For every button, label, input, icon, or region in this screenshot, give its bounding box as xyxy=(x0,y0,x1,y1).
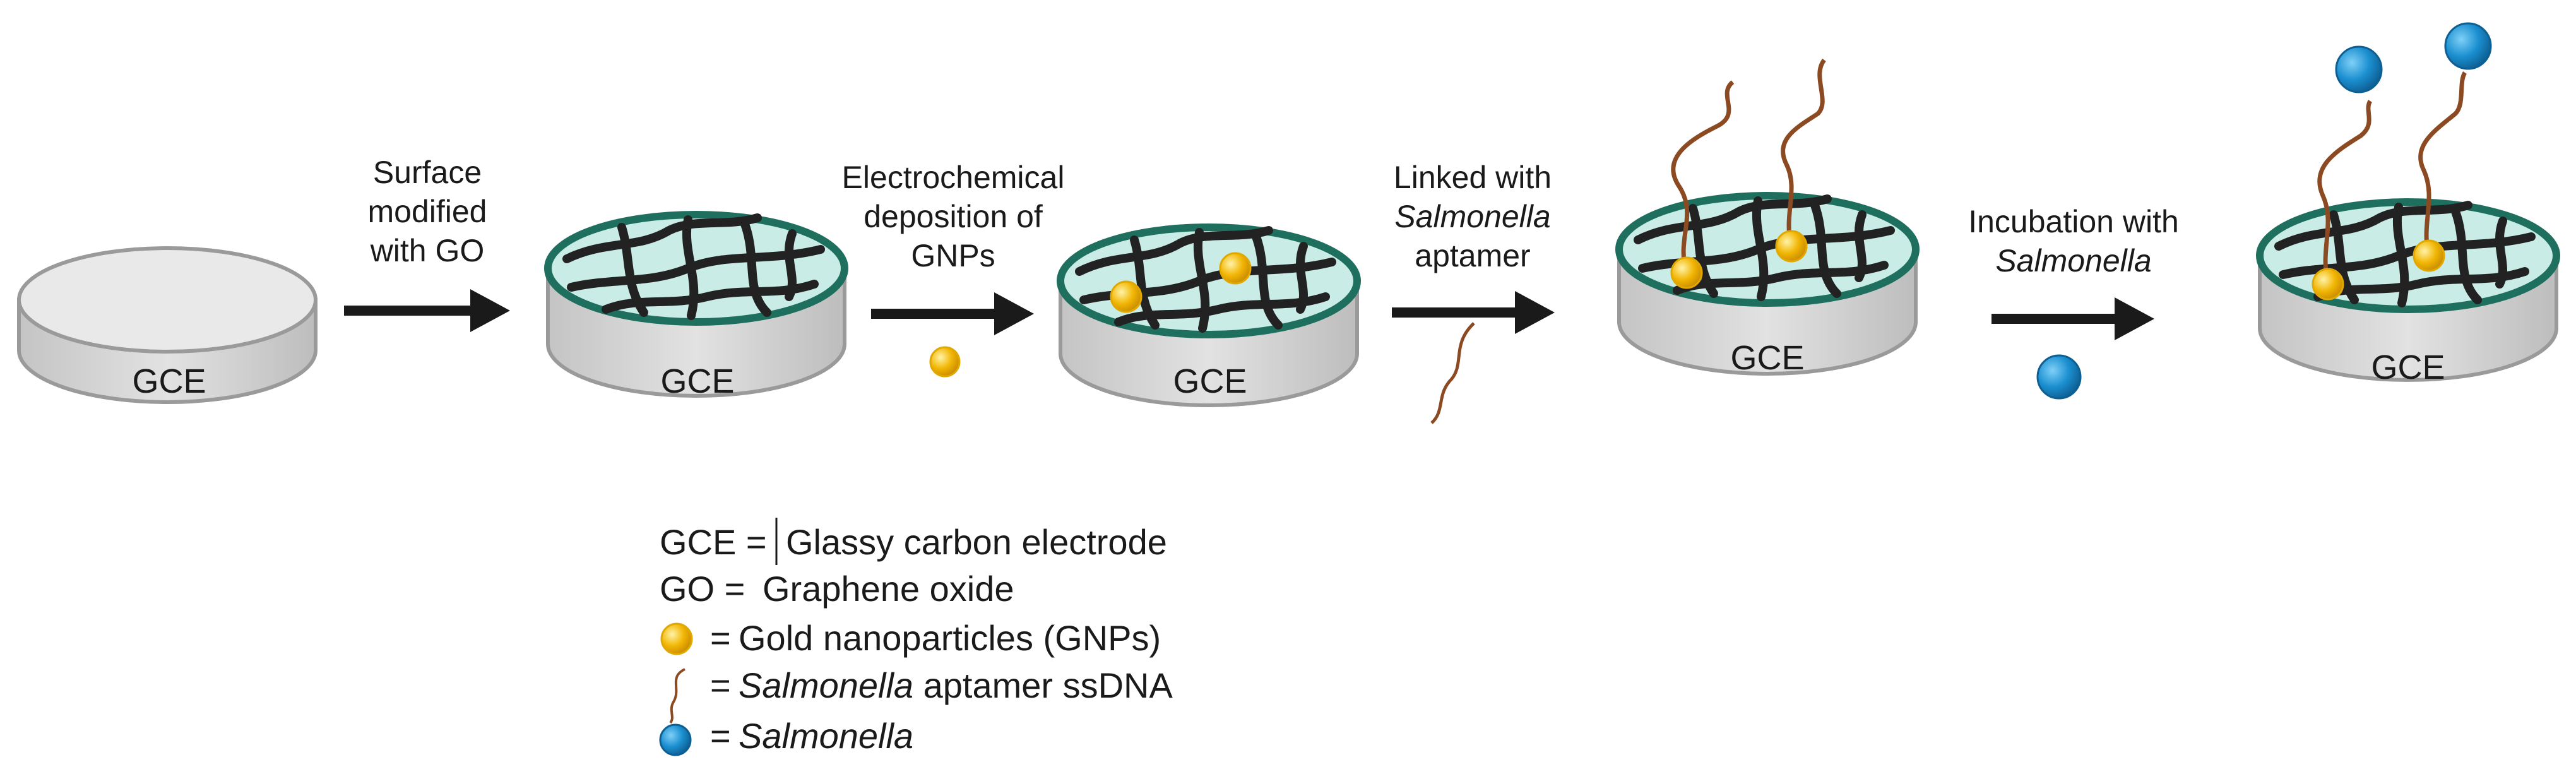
step-3-line-1: Linked with xyxy=(1394,160,1552,195)
arrow-1-head xyxy=(470,289,510,332)
step-4: Incubation with Salmonella xyxy=(1968,204,2179,400)
graphene-oxide-network xyxy=(2274,201,2536,307)
gce-label: GCE xyxy=(2371,348,2445,386)
arrow-4-head xyxy=(2115,297,2154,340)
salmonella-icon xyxy=(2036,354,2082,400)
step-4-line-2: Salmonella xyxy=(1995,243,2151,278)
gold-nanoparticle-icon xyxy=(2312,268,2344,301)
gce-label: GCE xyxy=(660,362,734,400)
step-3-line-3: aptamer xyxy=(1415,238,1530,273)
gce-label: GCE xyxy=(1173,362,1247,400)
graphene-oxide-network xyxy=(562,213,825,320)
legend-row-salmonella: = Salmonella xyxy=(659,716,913,756)
gce-label: GCE xyxy=(132,362,206,400)
legend-row-go: GO = Graphene oxide xyxy=(660,569,1014,609)
stage-gnp-gce: GCE xyxy=(1057,223,1361,407)
gold-nanoparticle-icon xyxy=(660,622,693,655)
legend-key: = xyxy=(710,716,731,756)
legend-row-gce: GCE = Glassy carbon electrode xyxy=(660,518,1167,565)
stage-go-gce: GCE xyxy=(544,211,848,400)
step-1-line-3: with GO xyxy=(370,233,485,268)
gold-nanoparticle-icon xyxy=(1110,280,1143,313)
step-1-line-1: Surface xyxy=(373,155,482,190)
stage-bare-gce: GCE xyxy=(17,246,318,404)
aptamer-icon xyxy=(669,668,686,724)
stage-aptamer-gce: GCE xyxy=(1615,58,1920,377)
legend-row-gnp: = Gold nanoparticles (GNPs) xyxy=(660,618,1161,658)
arrow-2-head xyxy=(994,292,1034,335)
step-2-line-2: deposition of xyxy=(864,199,1043,234)
salmonella-icon xyxy=(2444,22,2492,70)
step-2-line-1: Electrochemical xyxy=(842,160,1065,195)
gce-label: GCE xyxy=(1730,339,1804,377)
salmonella-icon xyxy=(659,723,692,756)
legend-key: GCE = xyxy=(660,522,767,562)
legend-text: Gold nanoparticles (GNPs) xyxy=(739,618,1161,658)
gold-nanoparticle-icon xyxy=(2413,239,2445,272)
aptamer-icon xyxy=(1430,322,1475,424)
legend-italic: Salmonella xyxy=(739,665,913,705)
aptamer-strand xyxy=(2317,100,2373,283)
arrow-3-head xyxy=(1515,291,1555,334)
salmonella-icon xyxy=(2335,45,2383,93)
gold-nanoparticle-icon xyxy=(929,346,961,378)
legend-rest: aptamer ssDNA xyxy=(913,665,1173,705)
aptamer-strand xyxy=(1781,58,1826,247)
aptamer-strand xyxy=(1671,80,1735,273)
step-2-line-3: GNPs xyxy=(911,238,995,273)
legend-text: Graphene oxide xyxy=(763,569,1014,609)
legend-text: Salmonella aptamer ssDNA xyxy=(739,665,1173,705)
legend-key: GO = xyxy=(660,569,745,609)
legend-text: Salmonella xyxy=(739,716,913,756)
gold-nanoparticle-icon xyxy=(1219,252,1252,285)
legend-key: = xyxy=(710,665,731,705)
stage-salmonella-bound-gce: GCE xyxy=(2256,22,2560,386)
step-3: Linked with Salmonella aptamer xyxy=(1392,160,1555,424)
legend-key: = xyxy=(710,618,731,658)
aptamer-strand xyxy=(2418,71,2467,256)
legend: GCE = Glassy carbon electrode GO = Graph… xyxy=(659,518,1173,756)
gold-nanoparticle-icon xyxy=(1775,230,1808,263)
legend-text: Glassy carbon electrode xyxy=(786,522,1167,562)
step-2: Electrochemical deposition of GNPs xyxy=(842,160,1065,378)
step-1-line-2: modified xyxy=(368,194,487,229)
gold-nanoparticle-icon xyxy=(1670,256,1703,289)
step-4-line-1: Incubation with xyxy=(1968,204,2179,239)
step-1: Surface modified with GO xyxy=(344,155,510,332)
step-3-line-2: Salmonella xyxy=(1394,199,1550,234)
electrode-top xyxy=(17,246,318,354)
legend-row-aptamer: = Salmonella aptamer ssDNA xyxy=(669,665,1173,724)
